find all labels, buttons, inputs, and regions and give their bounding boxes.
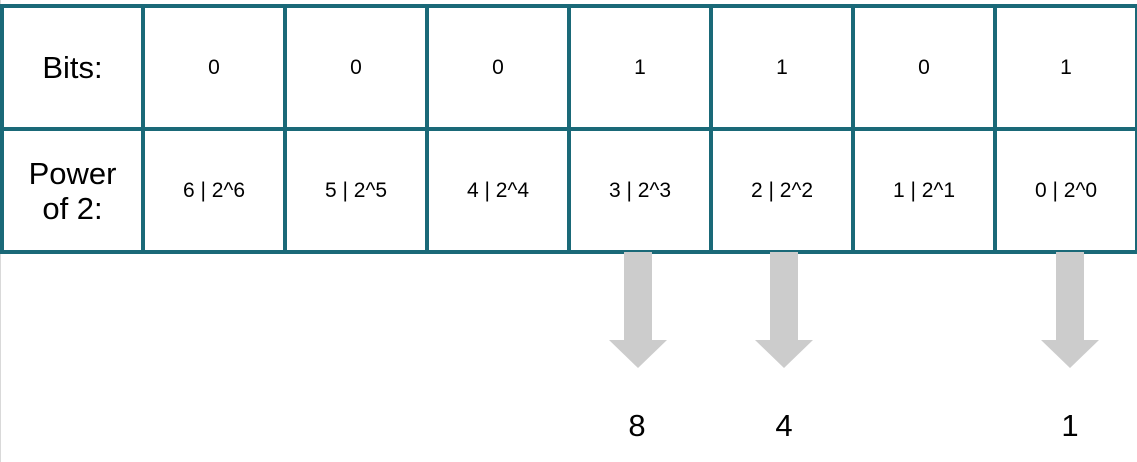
power-cell-6: 6 | 2^6	[141, 127, 287, 254]
power-cell-5: 5 | 2^5	[283, 127, 429, 254]
result-value-4: 4	[775, 408, 793, 443]
bit-cell-6: 0	[141, 4, 287, 131]
power-row: Power of 2: 6 | 2^6 5 | 2^5 4 | 2^4 3 | …	[0, 127, 1137, 254]
power-cell-4: 4 | 2^4	[425, 127, 571, 254]
result-value-8: 8	[628, 408, 646, 443]
bit-cell-3: 1	[567, 4, 713, 131]
bit-cell-4: 0	[425, 4, 571, 131]
power-cell-0: 0 | 2^0	[993, 127, 1137, 254]
bit-cell-5: 0	[283, 4, 429, 131]
down-arrow-icon	[609, 252, 667, 368]
power-cell-3: 3 | 2^3	[567, 127, 713, 254]
left-border-line	[0, 0, 1, 462]
power-row-header: Power of 2:	[0, 127, 145, 254]
bit-cell-2: 1	[709, 4, 855, 131]
bit-cell-0: 1	[993, 4, 1137, 131]
bits-power-table: Bits: 0 0 0 1 1 0 1 Power of 2: 6 | 2^6 …	[0, 4, 1137, 254]
down-arrow-icon	[1041, 252, 1099, 368]
power-cell-1: 1 | 2^1	[851, 127, 997, 254]
bits-row: Bits: 0 0 0 1 1 0 1	[0, 4, 1137, 131]
bits-row-header: Bits:	[0, 4, 145, 131]
bit-cell-1: 0	[851, 4, 997, 131]
result-value-1: 1	[1061, 408, 1079, 443]
power-cell-2: 2 | 2^2	[709, 127, 855, 254]
down-arrow-icon	[755, 252, 813, 368]
